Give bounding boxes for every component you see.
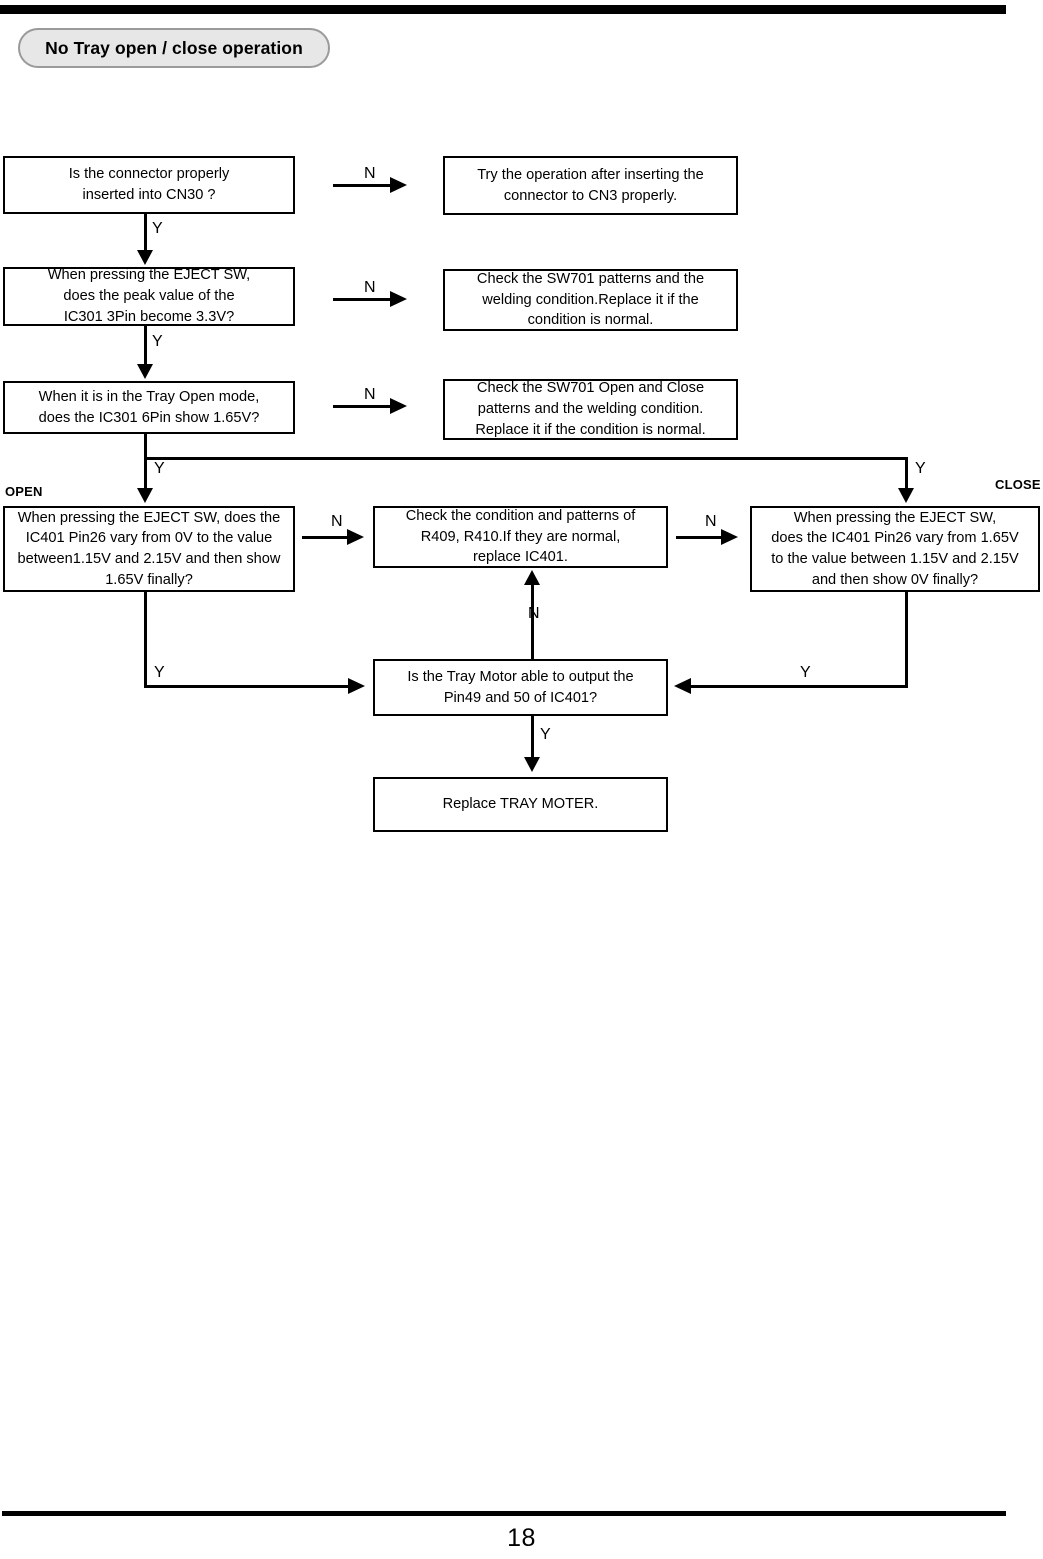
connector-n-close-line [676, 536, 724, 539]
branch-label-n-motor-to-check: N [528, 605, 540, 622]
box-action-check-r409-r410: Check the condition and patterns of R409… [373, 506, 668, 568]
connector-y-replace-line [531, 716, 534, 759]
box-question-tray-motor-output: Is the Tray Motor able to output the Pin… [373, 659, 668, 716]
box-question-close-branch-ic401-pin26: When pressing the EJECT SW, does the IC4… [750, 506, 1040, 592]
connector-y-close-arrowhead [674, 678, 691, 694]
connector-y-open-vertical [144, 592, 147, 688]
connector-y1-arrowhead [137, 250, 153, 265]
box-action-check-sw701-patterns: Check the SW701 patterns and the welding… [443, 269, 738, 331]
box-question-eject-sw-ic301-3pin: When pressing the EJECT SW, does the pea… [3, 267, 295, 326]
box-question-tray-open-ic301-6pin: When it is in the Tray Open mode, does t… [3, 381, 295, 434]
branch-label-y1: Y [152, 220, 163, 237]
box-question-connector-cn30: Is the connector properly inserted into … [3, 156, 295, 214]
branch-label-n1: N [364, 165, 376, 182]
branch-label-y-close-to-motor: Y [800, 664, 811, 681]
connector-y-open-arrowhead [348, 678, 365, 694]
connector-split-left-arrowhead [137, 488, 153, 503]
page-title-pill: No Tray open / close operation [18, 28, 330, 68]
branch-label-n3: N [364, 386, 376, 403]
box-action-check-sw701-open-close: Check the SW701 Open and Close patterns … [443, 379, 738, 440]
connector-y-replace-arrowhead [524, 757, 540, 772]
connector-n3-arrowhead [390, 398, 407, 414]
branch-label-y-open-to-motor: Y [154, 664, 165, 681]
branch-label-y-split-left: Y [154, 460, 165, 477]
connector-y-close-vertical [905, 592, 908, 688]
caption-close: CLOSE [995, 477, 1041, 492]
connector-split-right-arrowhead [898, 488, 914, 503]
box-action-insert-connector: Try the operation after inserting the co… [443, 156, 738, 215]
connector-n-open-arrowhead [347, 529, 364, 545]
connector-n3-line [333, 405, 393, 408]
page-number: 18 [507, 1524, 536, 1552]
connector-split-right-leg [905, 457, 908, 490]
box-action-replace-tray-motor: Replace TRAY MOTER. [373, 777, 668, 832]
connector-y3-stub [144, 434, 147, 460]
page-bottom-rule [2, 1511, 1006, 1516]
connector-n1-arrowhead [390, 177, 407, 193]
box-question-open-branch-ic401-pin26: When pressing the EJECT SW, does the IC4… [3, 506, 295, 592]
connector-y2-arrowhead [137, 364, 153, 379]
connector-split-horizontal [144, 457, 908, 460]
branch-label-y-motor-to-replace: Y [540, 726, 551, 743]
connector-n2-arrowhead [390, 291, 407, 307]
page-top-rule [0, 5, 1006, 14]
connector-split-left-leg [144, 457, 147, 490]
connector-n-close-arrowhead [721, 529, 738, 545]
connector-n2-line [333, 298, 393, 301]
connector-n1-line [333, 184, 393, 187]
connector-y2-line [144, 326, 147, 366]
caption-open: OPEN [5, 484, 43, 499]
connector-n-motor-line [531, 585, 534, 661]
connector-y-open-horizontal [144, 685, 350, 688]
connector-n-motor-arrowhead [524, 570, 540, 585]
branch-label-n-open-to-check: N [331, 513, 343, 530]
connector-y-close-horizontal [691, 685, 908, 688]
branch-label-n-close-to-check: N [705, 513, 717, 530]
branch-label-y2: Y [152, 333, 163, 350]
connector-n-open-line [302, 536, 350, 539]
page-title: No Tray open / close operation [45, 37, 303, 58]
branch-label-y-split-right: Y [915, 460, 926, 477]
connector-y1-line [144, 214, 147, 252]
branch-label-n2: N [364, 279, 376, 296]
